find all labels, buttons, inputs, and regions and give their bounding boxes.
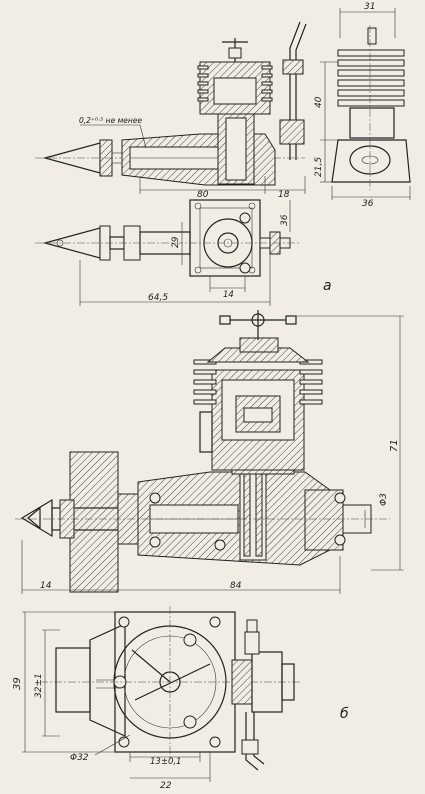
view-b-rear: 39 32±1 Φ32 13±0,1 22 б (12, 606, 349, 791)
main-section-view: 71 Φ3 14 84 (15, 310, 404, 594)
dim-18: 18 (278, 190, 290, 200)
dim-22: 22 (160, 781, 172, 791)
dim-29: 29 (171, 236, 181, 248)
view-a-side-section: 0,2⁺⁰·⁵ не менее 80 18 (35, 21, 307, 200)
dim-14-main: 14 (40, 581, 52, 591)
view-label-b: б (340, 706, 349, 722)
dim-64-5: 64,5 (148, 293, 168, 303)
dim-14-plan: 14 (223, 290, 234, 300)
dim-84: 84 (230, 581, 242, 591)
dim-71: 71 (389, 439, 400, 452)
cooling-fins-main (193, 359, 323, 405)
dim-phi-3: Φ3 (379, 493, 389, 506)
dim-39: 39 (12, 677, 23, 690)
dim-36-plan: 36 (280, 214, 290, 226)
cooling-fins-front (337, 49, 405, 107)
dim-phi-32: Φ32 (70, 753, 89, 763)
dim-32-tol: 32±1 (34, 673, 44, 698)
dim-21-5: 21,5 (314, 157, 324, 177)
dim-13-tol: 13±0,1 (150, 757, 181, 767)
dim-40: 40 (314, 96, 324, 108)
cooling-fins-a (197, 65, 273, 102)
view-a-front: 31 40 21,5 36 (314, 2, 411, 209)
dim-80: 80 (197, 190, 209, 200)
clearance-note: 0,2⁺⁰·⁵ не менее (79, 116, 142, 125)
dim-36-front: 36 (362, 199, 374, 209)
view-a-plan: 29 36 64,5 14 а (35, 199, 332, 306)
view-label-a: а (323, 278, 332, 294)
dim-31: 31 (364, 2, 375, 12)
